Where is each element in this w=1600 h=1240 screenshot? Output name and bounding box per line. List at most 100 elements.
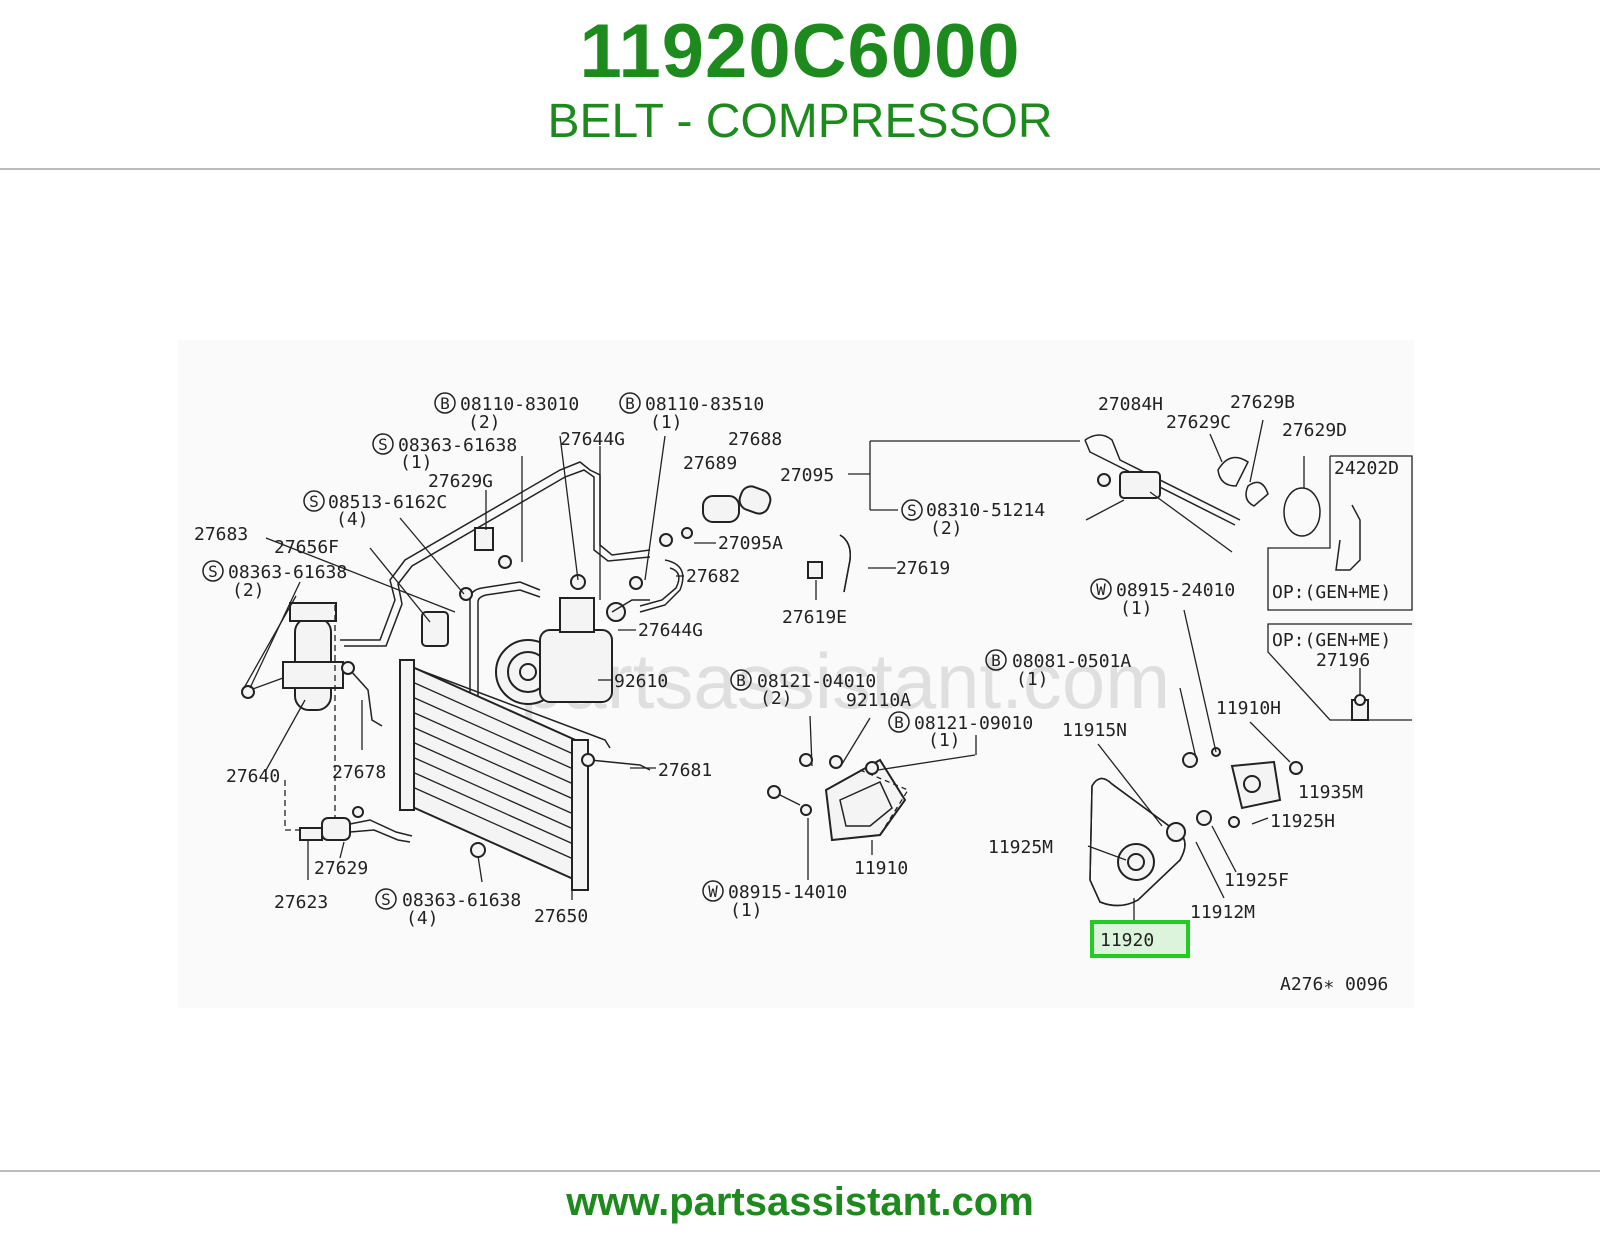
footer-divider bbox=[0, 1170, 1600, 1172]
label-27629: 27629 bbox=[314, 858, 368, 879]
page-header: 11920C6000 BELT - COMPRESSOR bbox=[0, 0, 1600, 168]
label-27629c: 27629C bbox=[1166, 412, 1231, 433]
label-qty-2c: (2) bbox=[760, 688, 793, 709]
marker-b-08110-83510: B bbox=[619, 392, 641, 414]
part-number-title: 11920C6000 bbox=[579, 9, 1021, 94]
label-27196: 27196 bbox=[1316, 650, 1370, 671]
label-qty-4a: (4) bbox=[336, 509, 369, 530]
svg-text:S: S bbox=[378, 435, 388, 454]
label-08310-51214: 08310-51214 bbox=[926, 500, 1045, 521]
svg-text:S: S bbox=[907, 501, 917, 520]
label-08915-14010: 08915-14010 bbox=[728, 882, 847, 903]
label-11920-highlighted[interactable]: 11920 bbox=[1100, 930, 1154, 951]
label-11925m: 11925M bbox=[988, 837, 1053, 858]
label-11910h: 11910H bbox=[1216, 698, 1281, 719]
label-92610: 92610 bbox=[614, 671, 668, 692]
compressor-bracket-drawing bbox=[767, 715, 977, 880]
label-27682: 27682 bbox=[686, 566, 740, 587]
label-qty-1f: (1) bbox=[1016, 669, 1049, 690]
label-08110-83510: 08110-83510 bbox=[645, 394, 764, 415]
label-qty-4b: (4) bbox=[406, 908, 439, 929]
label-27095: 27095 bbox=[780, 465, 834, 486]
label-option-1: OP:(GEN+ME) bbox=[1272, 582, 1391, 603]
watermark-text: partsassistant.com bbox=[520, 637, 1170, 725]
option-box-27196 bbox=[1267, 623, 1412, 721]
part-name-subtitle: BELT - COMPRESSOR bbox=[547, 95, 1053, 148]
svg-text:S: S bbox=[381, 890, 391, 909]
label-27656f: 27656F bbox=[274, 537, 339, 558]
label-11912m: 11912M bbox=[1190, 902, 1255, 923]
label-qty-1d: (1) bbox=[730, 900, 763, 921]
label-27678: 27678 bbox=[332, 762, 386, 783]
option-box-24202d bbox=[1267, 455, 1413, 611]
svg-text:W: W bbox=[708, 882, 718, 901]
label-11935m: 11935M bbox=[1298, 782, 1363, 803]
label-27629g: 27629G bbox=[428, 471, 493, 492]
discharge-hose-drawing bbox=[629, 527, 693, 613]
marker-s-08513-6162c: S bbox=[303, 490, 325, 512]
label-27681: 27681 bbox=[658, 760, 712, 781]
website-link[interactable]: www.partsassistant.com bbox=[566, 1180, 1034, 1224]
label-qty-1a: (1) bbox=[650, 412, 683, 433]
label-qty-2d: (2) bbox=[930, 518, 963, 539]
label-08363-61638-left: 08363-61638 bbox=[228, 562, 347, 583]
compressor-belt-drawing bbox=[1087, 743, 1269, 920]
compressor-drawing bbox=[495, 574, 650, 705]
marker-w-08915-14010: W bbox=[702, 880, 724, 902]
label-27623: 27623 bbox=[274, 892, 328, 913]
marker-s-08363-61638-bottom: S bbox=[375, 888, 397, 910]
label-08081-0501a: 08081-0501A bbox=[1012, 651, 1131, 672]
marker-s-08363-61638-left: S bbox=[202, 560, 224, 582]
marker-w-08915-24010: W bbox=[1090, 578, 1112, 600]
diagram-area bbox=[178, 340, 1414, 1008]
label-11925h: 11925H bbox=[1270, 811, 1335, 832]
svg-text:S: S bbox=[208, 562, 218, 581]
header-divider bbox=[0, 168, 1600, 170]
drain-hose-drawing bbox=[807, 534, 896, 600]
label-option-2: OP:(GEN+ME) bbox=[1272, 630, 1391, 651]
pressure-switch-drawing bbox=[299, 806, 413, 843]
receiver-drier-drawing bbox=[241, 595, 344, 831]
label-24202d: 24202D bbox=[1334, 458, 1399, 479]
diagram-code: A276∗ 0096 bbox=[1280, 974, 1388, 995]
label-11910: 11910 bbox=[854, 858, 908, 879]
label-27084h: 27084H bbox=[1098, 394, 1163, 415]
label-27629d: 27629D bbox=[1282, 420, 1347, 441]
label-27644g-bottom: 27644G bbox=[638, 620, 703, 641]
svg-text:B: B bbox=[625, 394, 635, 413]
label-qty-1e: (1) bbox=[1120, 598, 1153, 619]
label-08513-6162c: 08513-6162C bbox=[328, 492, 447, 513]
svg-text:B: B bbox=[736, 671, 746, 690]
label-27650: 27650 bbox=[534, 906, 588, 927]
label-27644g-top: 27644G bbox=[560, 429, 625, 450]
marker-b-08121-09010: B bbox=[888, 711, 910, 733]
label-qty-2b: (2) bbox=[232, 580, 265, 601]
label-11915n: 11915N bbox=[1062, 720, 1127, 741]
hose-clips-drawing bbox=[1209, 419, 1321, 537]
condenser-drawing bbox=[399, 659, 651, 891]
label-08121-04010: 08121-04010 bbox=[757, 671, 876, 692]
marker-s-08310-51214: S bbox=[901, 499, 923, 521]
label-27629b: 27629B bbox=[1230, 392, 1295, 413]
marker-s-08363-61638-top: S bbox=[372, 433, 394, 455]
label-08363-61638-top: 08363-61638 bbox=[398, 435, 517, 456]
label-08121-09010: 08121-09010 bbox=[914, 713, 1033, 734]
svg-text:S: S bbox=[309, 492, 319, 511]
idler-bracket-drawing bbox=[1179, 609, 1303, 828]
marker-b-08081-0501a: B bbox=[985, 649, 1007, 671]
svg-text:B: B bbox=[894, 713, 904, 732]
label-27619e: 27619E bbox=[782, 607, 847, 628]
marker-b-08121-04010: B bbox=[730, 669, 752, 691]
label-11925f: 11925F bbox=[1224, 870, 1289, 891]
label-08110-83010: 08110-83010 bbox=[460, 394, 579, 415]
label-27683: 27683 bbox=[194, 524, 248, 545]
highlight-box-11920[interactable] bbox=[1090, 920, 1190, 958]
leader-lines bbox=[249, 435, 716, 900]
svg-text:B: B bbox=[440, 394, 450, 413]
svg-text:B: B bbox=[991, 651, 1001, 670]
label-qty-1c: (1) bbox=[928, 730, 961, 751]
label-08915-24010: 08915-24010 bbox=[1116, 580, 1235, 601]
label-08363-61638-bottom: 08363-61638 bbox=[402, 890, 521, 911]
label-27640: 27640 bbox=[226, 766, 280, 787]
